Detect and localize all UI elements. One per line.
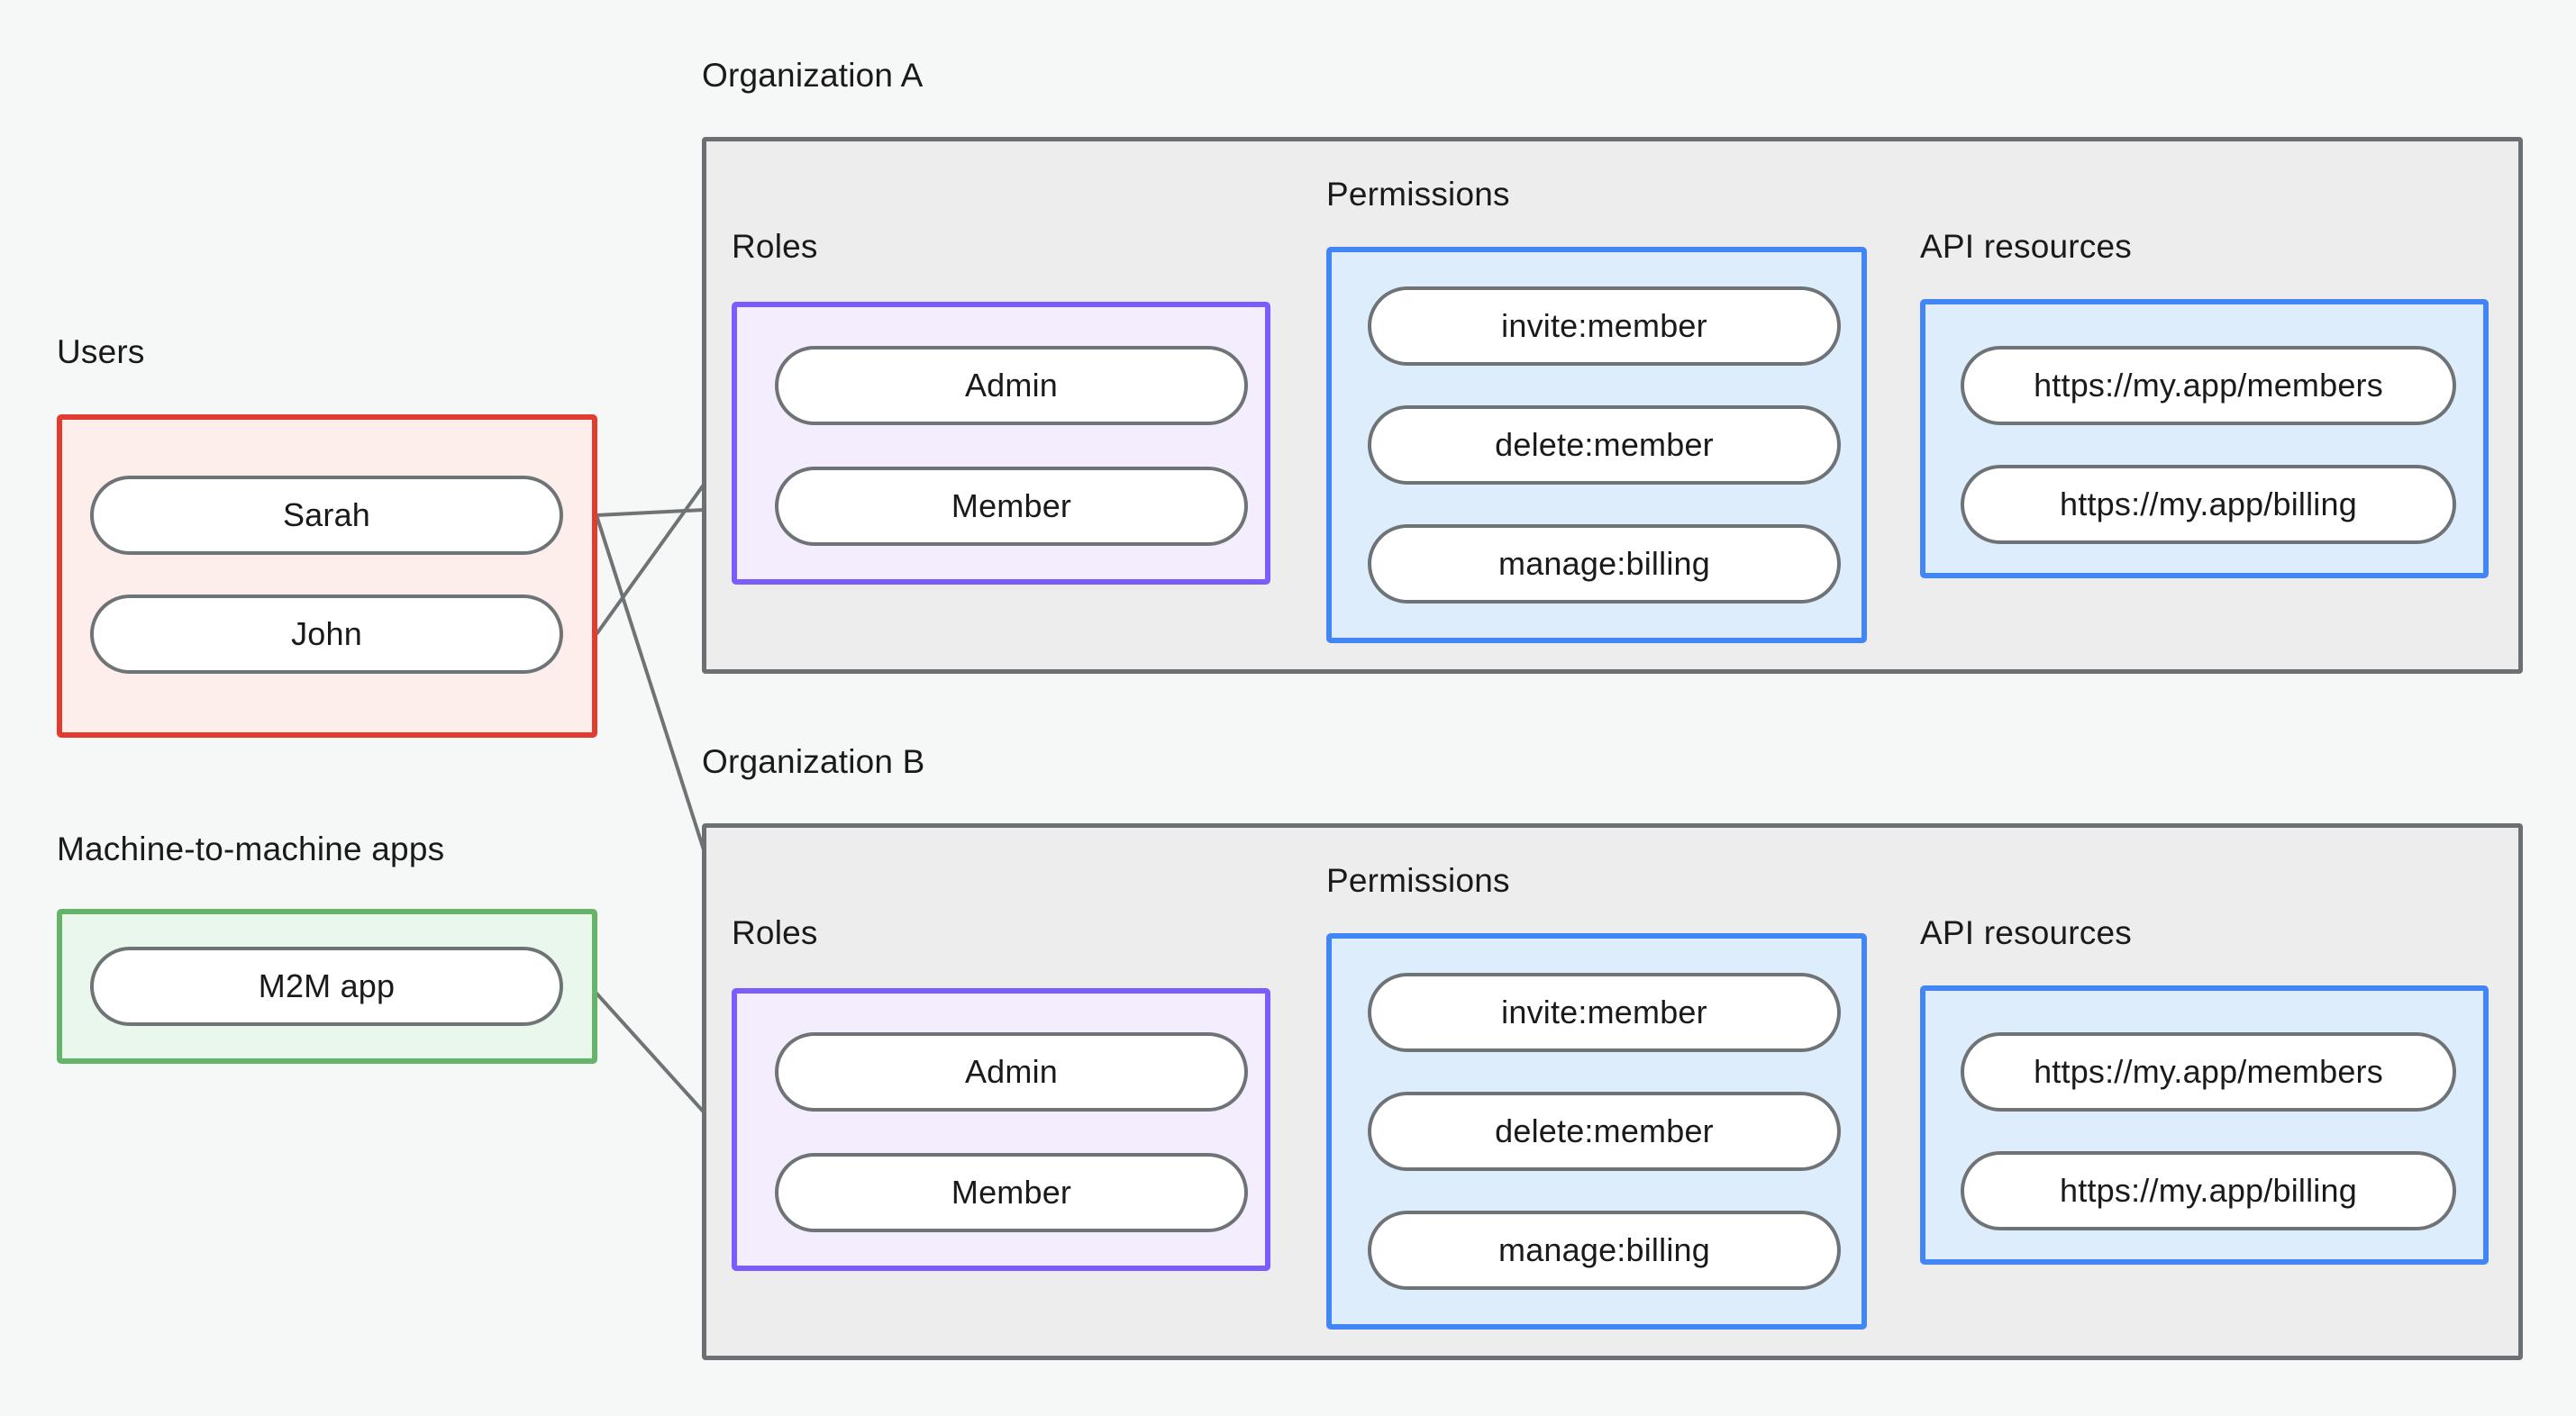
role-node-orgb-member[interactable]: Member: [775, 1153, 1248, 1232]
organization-a-caption: Organization A: [702, 57, 924, 94]
permission-node-orgb-manage-billing[interactable]: manage:billing: [1368, 1211, 1841, 1290]
roles-b-caption: Roles: [732, 914, 818, 951]
roles-a-caption: Roles: [732, 228, 818, 265]
role-node-orga-member[interactable]: Member: [775, 467, 1248, 546]
role-node-orga-admin[interactable]: Admin: [775, 346, 1248, 425]
user-node-john[interactable]: John: [90, 595, 563, 674]
permission-node-orga-manage-billing[interactable]: manage:billing: [1368, 524, 1841, 604]
users-group: [57, 414, 597, 738]
role-node-orgb-admin[interactable]: Admin: [775, 1032, 1248, 1112]
api-resource-node-orga-members[interactable]: https://my.app/members: [1961, 346, 2456, 425]
permission-node-orga-delete-member[interactable]: delete:member: [1368, 405, 1841, 485]
organization-b-caption: Organization B: [702, 743, 925, 780]
permission-node-orga-invite-member[interactable]: invite:member: [1368, 286, 1841, 366]
users-caption: Users: [57, 333, 145, 370]
m2m-caption: Machine-to-machine apps: [57, 831, 445, 867]
permission-node-orgb-invite-member[interactable]: invite:member: [1368, 973, 1841, 1052]
permission-node-orgb-delete-member[interactable]: delete:member: [1368, 1092, 1841, 1171]
api-resources-a-caption: API resources: [1920, 228, 2132, 265]
user-node-sarah[interactable]: Sarah: [90, 476, 563, 555]
api-resource-node-orgb-members[interactable]: https://my.app/members: [1961, 1032, 2456, 1112]
permissions-b-caption: Permissions: [1326, 862, 1510, 899]
api-resource-node-orgb-billing[interactable]: https://my.app/billing: [1961, 1151, 2456, 1230]
api-resources-b-caption: API resources: [1920, 914, 2132, 951]
api-resource-node-orga-billing[interactable]: https://my.app/billing: [1961, 465, 2456, 544]
m2m-node-app[interactable]: M2M app: [90, 947, 563, 1026]
permissions-a-caption: Permissions: [1326, 176, 1510, 213]
